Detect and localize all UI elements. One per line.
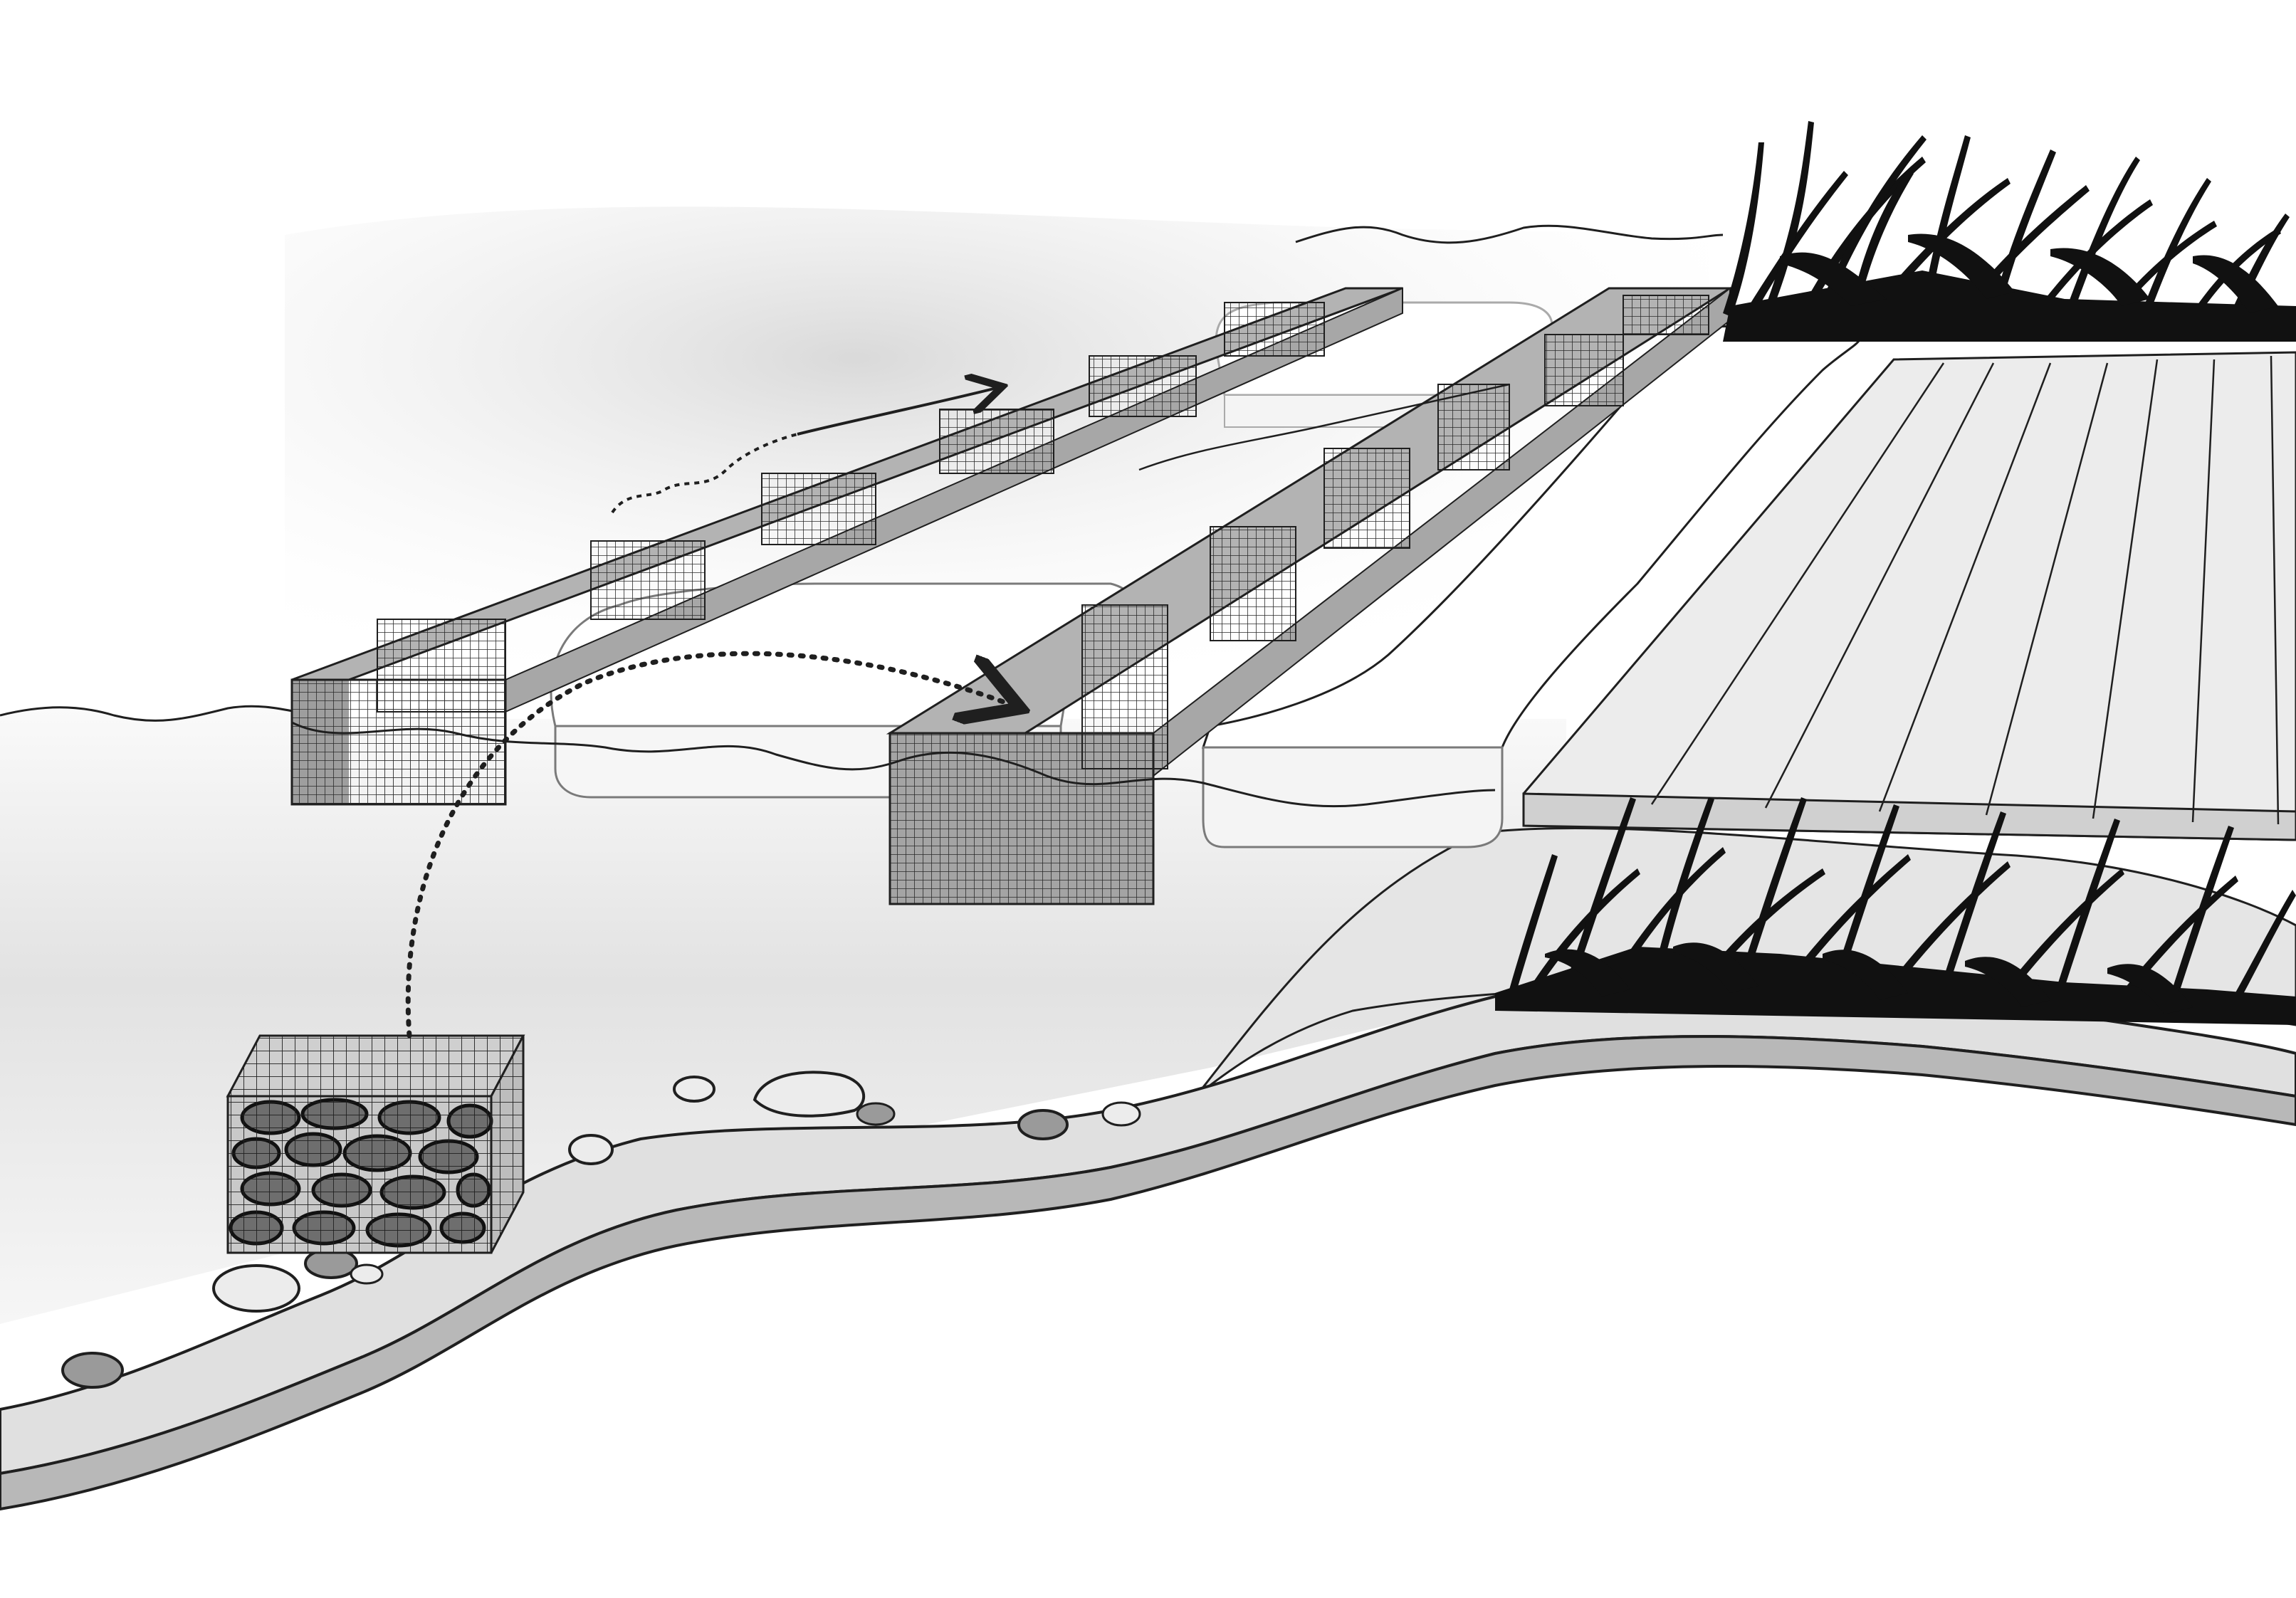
stone [1017, 1109, 1069, 1140]
gabion-row-left [290, 287, 1403, 806]
waterline [291, 383, 1510, 808]
stone-gabion-cube [226, 1034, 525, 1254]
stone [673, 1076, 715, 1103]
stone [568, 1134, 614, 1165]
stone [753, 1071, 866, 1118]
stone [212, 1264, 300, 1313]
placement-arrow [405, 651, 1011, 1039]
stone [856, 1102, 896, 1126]
stone [350, 1263, 384, 1285]
reeds-back [1723, 121, 2296, 342]
reeds-front [1495, 797, 2296, 1025]
stone [61, 1352, 124, 1389]
stones [61, 1071, 1141, 1389]
deck-boards [1650, 355, 2280, 825]
flow-arrow [611, 388, 997, 514]
gabion-cells-left [377, 302, 1325, 713]
gabion-row-right [886, 286, 1734, 905]
stone [1101, 1101, 1141, 1127]
timber-deck [1522, 351, 2296, 841]
gabion-cells-right [1081, 295, 1709, 769]
